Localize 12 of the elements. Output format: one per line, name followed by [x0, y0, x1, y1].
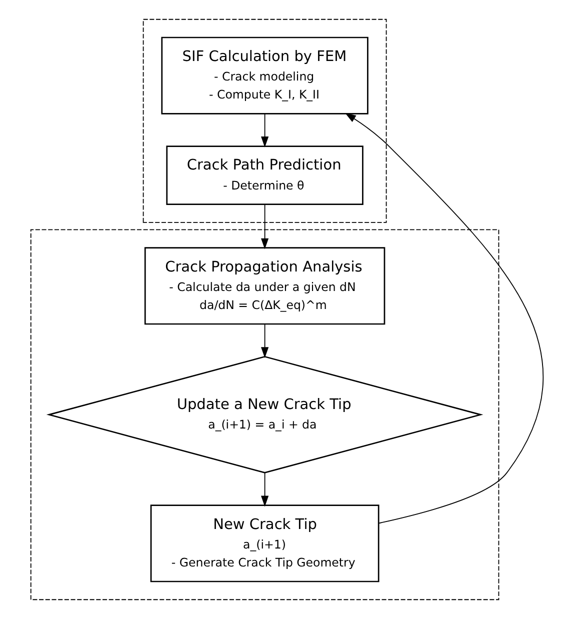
- cluster: [142, 18, 387, 223]
- arrow: [345, 112, 544, 524]
- arrow: [261, 472, 269, 507]
- node-box: SIF Calculation by FEM - Crack modeling - Compute K_I, K_II: [161, 36, 368, 114]
- cluster: [30, 229, 500, 600]
- arrow: [261, 113, 269, 148]
- node-box: Crack Propagation Analysis - Calculate da under a given dN da/dN = C(ΔK_eq)^m: [144, 247, 386, 325]
- arrow: [261, 204, 269, 250]
- arrow: [261, 324, 269, 358]
- node-box: New Crack Tip a_(i+1) - Generate Crack Tip Geometry: [150, 504, 380, 582]
- node-box: Crack Path Prediction - Determine θ: [166, 146, 364, 205]
- node-diamond: Update a New Crack Tip a_(i+1) = a_i + da: [46, 356, 484, 474]
